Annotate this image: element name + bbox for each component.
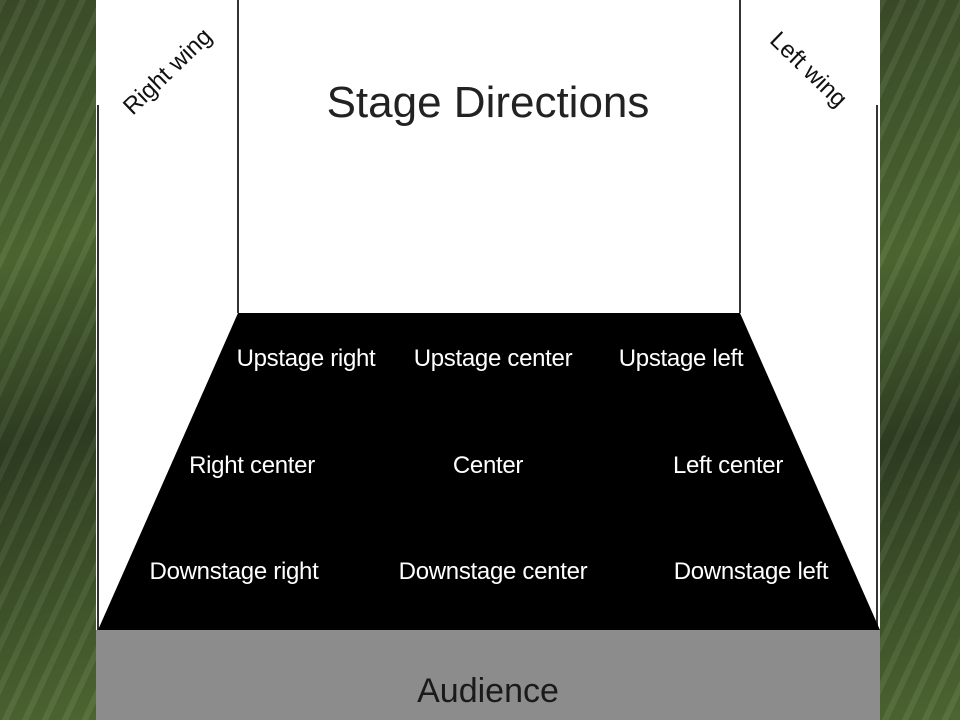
area-downstage-left: Downstage left	[673, 558, 829, 585]
area-upstage-left: Upstage left	[618, 345, 744, 372]
audience-area	[96, 630, 880, 720]
page-title: Stage Directions	[326, 78, 650, 127]
area-center: Center	[452, 452, 524, 479]
area-right-center: Right center	[189, 452, 315, 479]
left-background-panel	[0, 0, 96, 720]
area-upstage-center: Upstage center	[413, 345, 573, 372]
right-background-panel	[880, 0, 960, 720]
audience-label: Audience	[417, 672, 559, 710]
area-upstage-right: Upstage right	[236, 345, 376, 372]
area-downstage-right: Downstage right	[149, 558, 319, 585]
stage-floor	[98, 313, 880, 630]
area-left-center: Left center	[672, 452, 784, 479]
area-downstage-center: Downstage center	[398, 558, 588, 585]
